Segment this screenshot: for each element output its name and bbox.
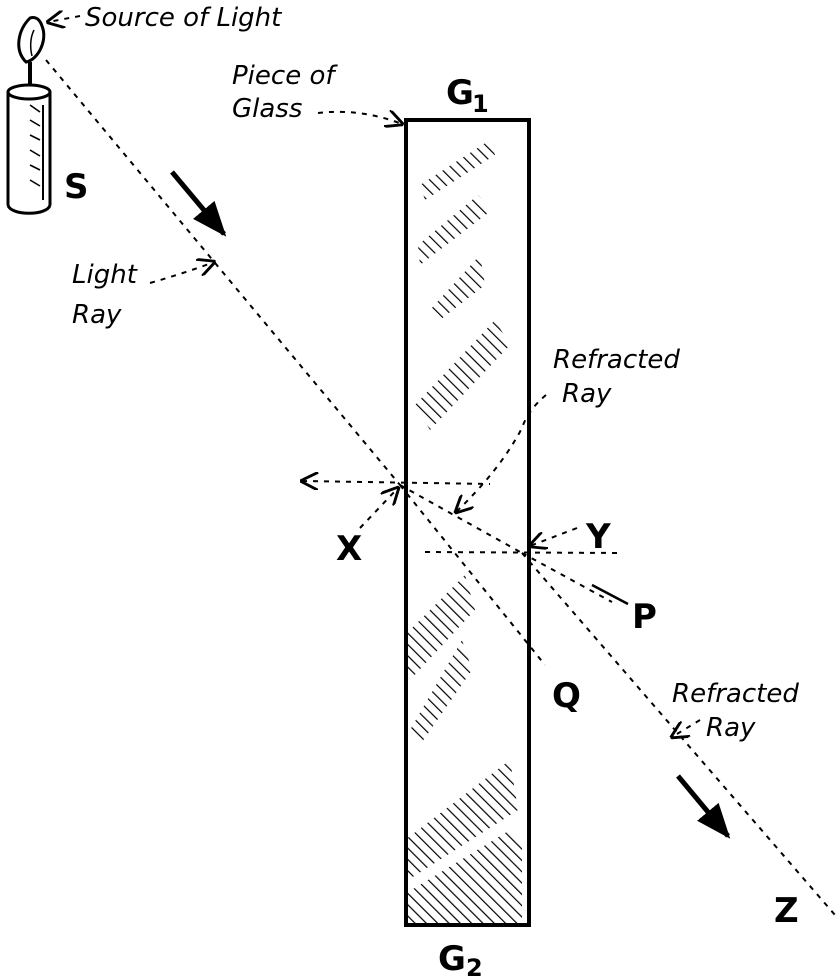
glass-hatch-5 (406, 575, 475, 680)
glass-bottom-subscript-2: 2 (466, 954, 483, 980)
emergent-refracted-ray (521, 552, 836, 916)
glass-top-letter-g: G (446, 73, 474, 113)
light-ray-label-line2: Ray (72, 300, 122, 330)
glass-slab (404, 118, 531, 927)
glass-hatch-4 (415, 320, 510, 430)
light-ray-leader-arrow (149, 262, 214, 284)
refracted-ray-inner-label-line1: Refracted (553, 345, 680, 375)
glass-hatch-1 (420, 140, 495, 200)
refracted-ray-inner-label-line2: Ray (562, 379, 612, 409)
source-of-light-label: Source of Light (85, 3, 282, 33)
glass-hatch-6 (410, 640, 472, 745)
incident-direction-arrow (170, 170, 227, 237)
y-leader-arrow (530, 527, 578, 546)
normal-at-x (302, 481, 491, 484)
glass-hatch-3 (430, 255, 485, 320)
light-ray-label-line1: Light (72, 260, 138, 290)
refracted-ray-outer-label-line2: Ray (706, 713, 756, 743)
glass-hatch-8 (406, 830, 522, 925)
point-y-label: Y (585, 517, 611, 557)
x-leader-arrow (359, 488, 398, 529)
ray-to-p (521, 552, 613, 603)
refracted-ray-outer-leader-arrow (672, 719, 701, 737)
source-leader-arrow (48, 16, 81, 22)
glass-leader-arrow (317, 112, 402, 124)
point-x-label: X (336, 529, 362, 569)
point-q-label: Q (552, 676, 581, 716)
p-leader-line (591, 583, 629, 606)
piece-of-glass-label-line2: Glass (232, 94, 302, 124)
refracted-ray-inner-leader-arrow (456, 394, 547, 512)
piece-of-glass-label-line1: Piece of (232, 61, 338, 91)
glass-bottom-letter-g: G (438, 939, 466, 979)
glass-hatch-7 (406, 760, 518, 880)
internal-refracted-ray (399, 484, 523, 554)
refracted-ray-outer-label-line1: Refracted (672, 679, 799, 709)
point-p-label: P (632, 597, 657, 637)
glass-hatch-2 (418, 195, 492, 265)
candle-icon (6, 16, 52, 215)
point-z-label: Z (774, 891, 799, 931)
glass-top-subscript-1: 1 (472, 90, 489, 118)
emergent-direction-arrow (676, 774, 731, 839)
source-letter-s: S (64, 167, 89, 207)
incident-light-ray (45, 59, 401, 486)
